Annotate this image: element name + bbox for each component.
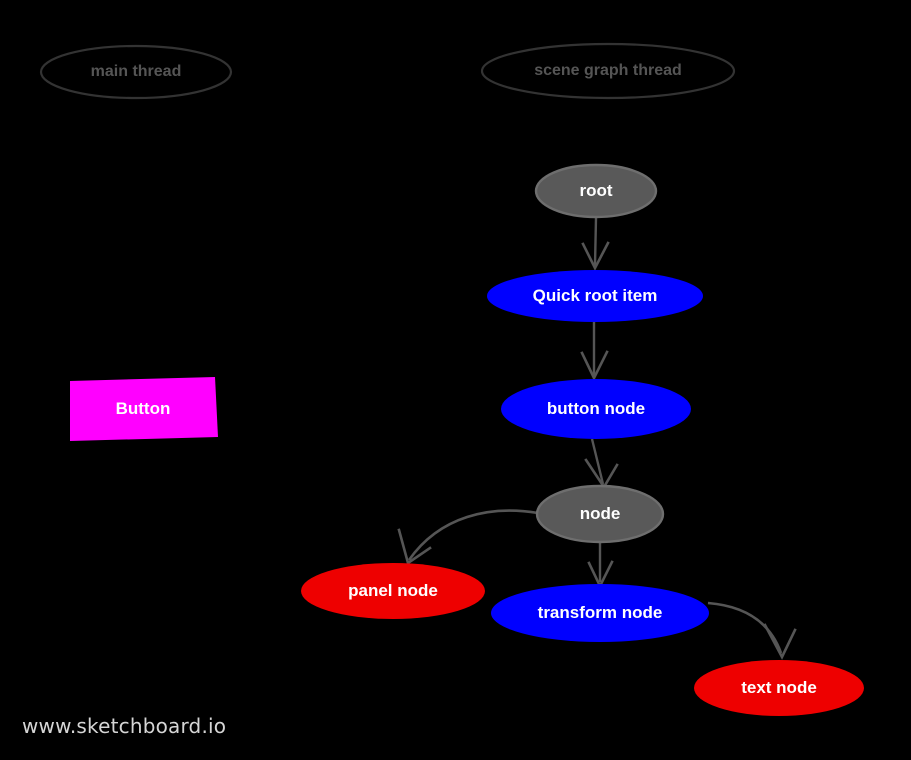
node-panel-node[interactable] (301, 563, 485, 619)
edge-node-to-transform-node (587, 543, 614, 589)
watermark-sketchboard: www.sketchboard.io (22, 714, 227, 738)
node-transform-node[interactable] (491, 584, 709, 642)
node-root[interactable] (534, 163, 658, 219)
node-node[interactable] (535, 484, 665, 544)
edge-node-to-panel-node (397, 509, 539, 566)
edge-button-node-to-node (584, 438, 619, 490)
edge-root-to-quick-root-item (581, 217, 610, 271)
group-main-thread-outline[interactable] (39, 44, 233, 100)
node-button-node[interactable] (501, 379, 691, 439)
edge-quick-root-item-to-button-node (580, 322, 609, 381)
node-text-node[interactable] (694, 660, 864, 716)
group-scene-graph-thread-outline[interactable] (480, 42, 736, 100)
node-quick-root-item[interactable] (487, 270, 703, 322)
edge-transform-node-to-text-node (707, 601, 797, 660)
node-button-shape[interactable] (70, 377, 218, 441)
